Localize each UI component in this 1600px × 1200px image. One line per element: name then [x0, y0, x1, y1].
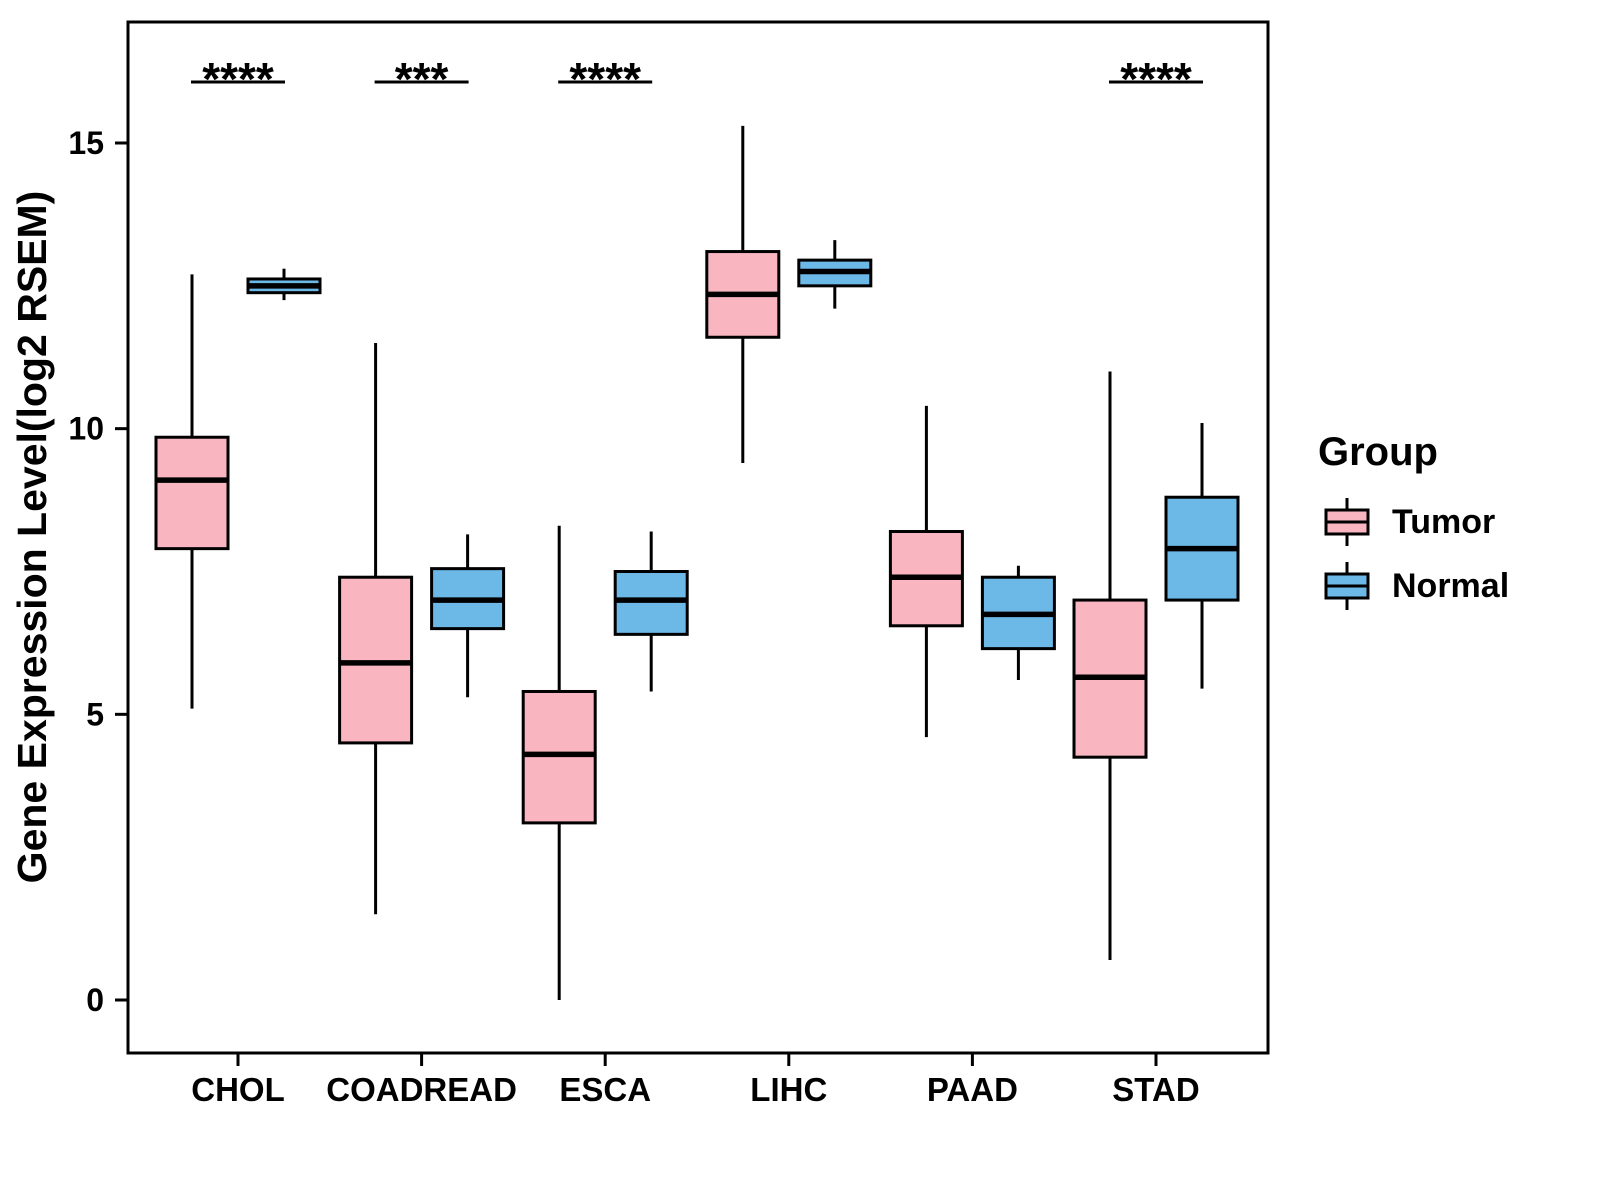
legend-entry-normal: Normal — [1318, 557, 1509, 615]
y-tick-label: 15 — [68, 125, 104, 161]
box-tumor-esca — [521, 689, 597, 825]
box-normal-esca — [613, 570, 689, 636]
x-tick-label-lihc: LIHC — [750, 1071, 827, 1108]
y-tick-label: 10 — [68, 411, 104, 447]
y-tick-label: 0 — [86, 982, 104, 1018]
x-tick-label-coadread: COADREAD — [326, 1071, 517, 1108]
significance-stars-chol: **** — [202, 53, 274, 105]
significance-stars-coadread: *** — [395, 53, 449, 105]
x-tick-label-esca: ESCA — [559, 1071, 651, 1108]
y-tick-label: 5 — [86, 696, 104, 732]
box-tumor-coadread — [338, 575, 414, 745]
significance-stars-stad: **** — [1120, 53, 1192, 105]
legend-label-normal: Normal — [1392, 566, 1510, 605]
x-tick-label-stad: STAD — [1112, 1071, 1199, 1108]
y-axis-label: Gene Expression Level(log2 RSEM) — [9, 191, 55, 884]
x-tick-label-paad: PAAD — [927, 1071, 1018, 1108]
legend-entry-tumor: Tumor — [1318, 493, 1509, 551]
legend-key-normal-icon — [1324, 562, 1370, 610]
legend-key-tumor-icon — [1324, 498, 1370, 546]
x-tick-label-chol: CHOL — [191, 1071, 285, 1108]
legend-title: Group — [1318, 430, 1438, 474]
box-tumor-chol — [154, 435, 230, 551]
legend-label-tumor: Tumor — [1392, 502, 1496, 541]
significance-stars-esca: **** — [569, 53, 641, 105]
panel-border — [126, 20, 1270, 1055]
